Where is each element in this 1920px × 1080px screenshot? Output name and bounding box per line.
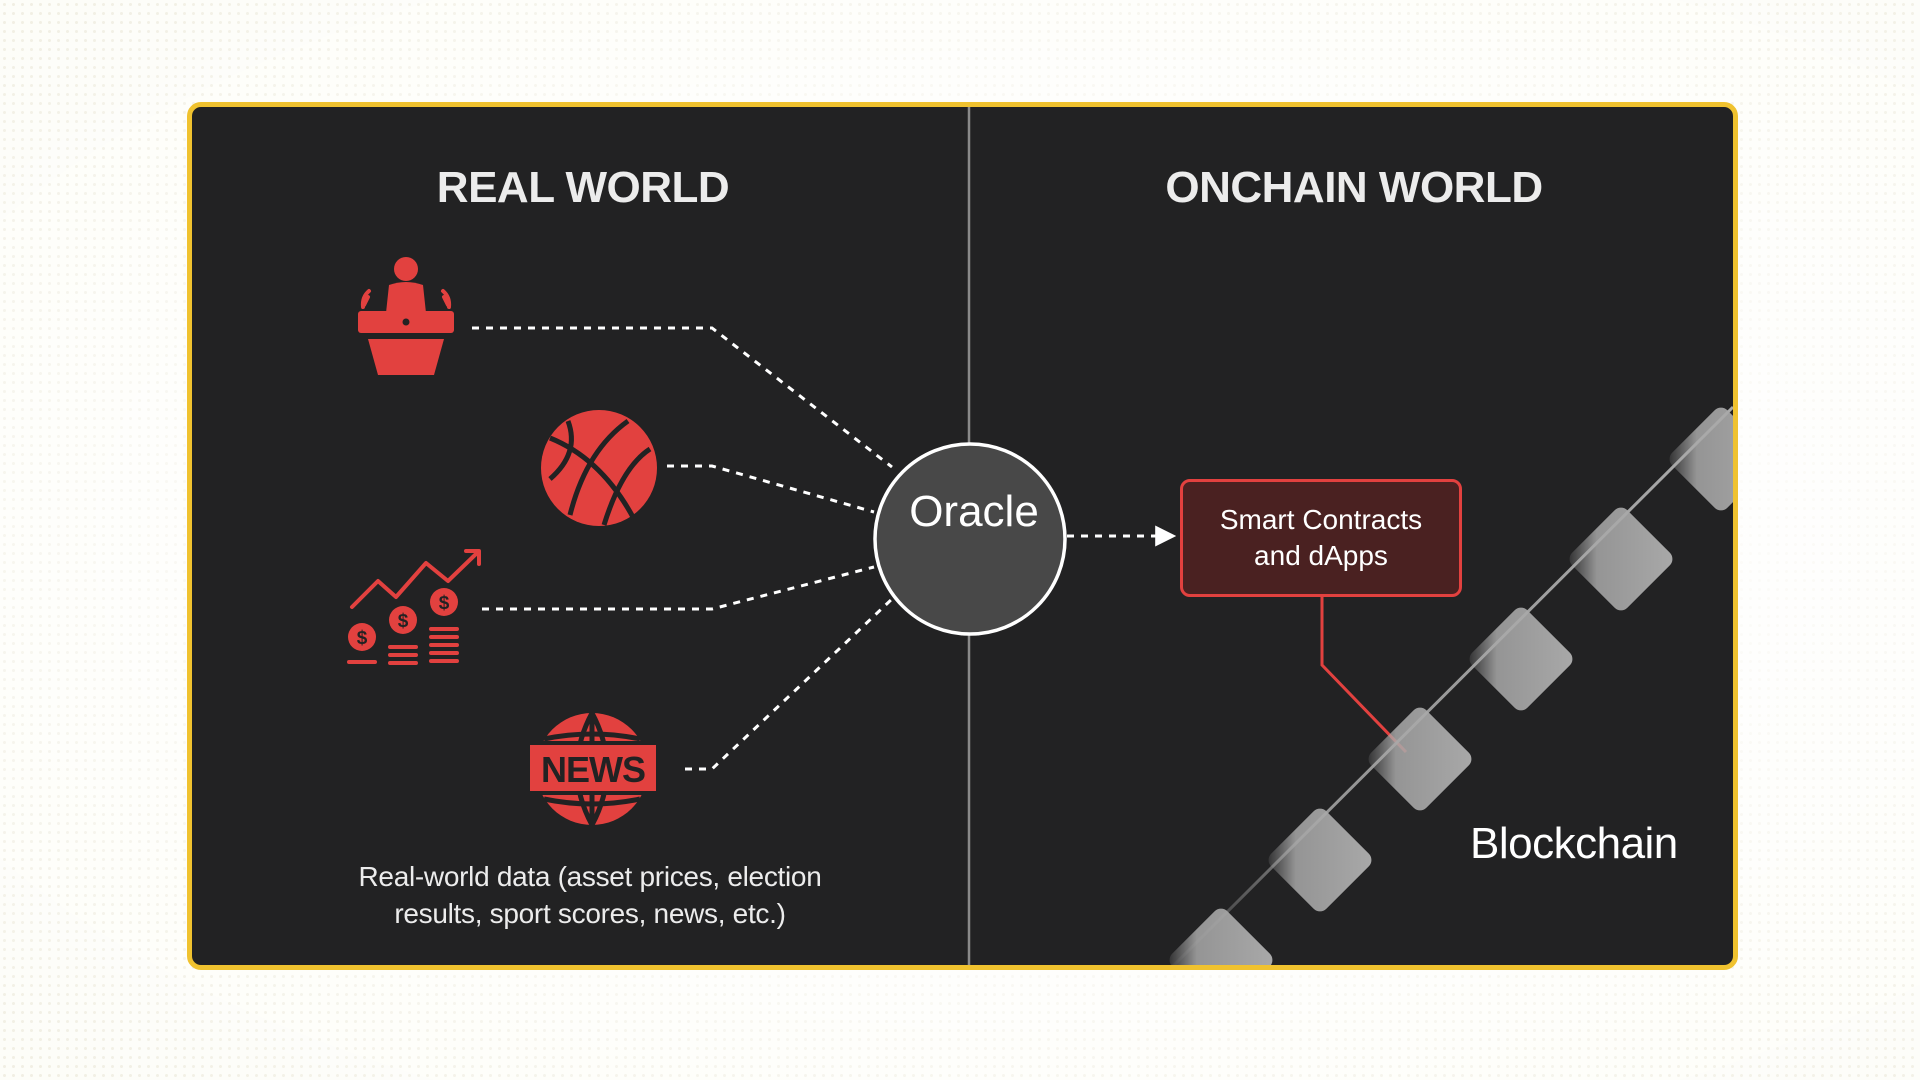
- diagram-canvas: $ $ $ NEWS: [347, 107, 1733, 965]
- smart-contracts-box: Smart Contracts and dApps: [1180, 479, 1462, 597]
- svg-text:$: $: [398, 611, 409, 632]
- news-icon-text: NEWS: [541, 749, 645, 790]
- chain-block: [1368, 707, 1472, 811]
- coins-growth-chart-icon: $ $ $: [347, 549, 481, 665]
- news-globe-icon: NEWS: [526, 711, 660, 827]
- chain-block: [1268, 808, 1372, 912]
- connector-sports: [667, 464, 875, 514]
- basketball-icon: [541, 410, 657, 526]
- svg-text:$: $: [439, 593, 450, 614]
- svg-text:$: $: [357, 628, 368, 649]
- chain-block: [1569, 507, 1673, 611]
- connector-prices: [482, 565, 875, 611]
- real-world-caption: Real-world data (asset prices, election …: [280, 858, 900, 932]
- smart-contracts-line-1: Smart Contracts: [1219, 504, 1423, 535]
- connector-election: [472, 326, 893, 469]
- blockchain-chain: [1169, 405, 1733, 965]
- podium-speaker-icon: [358, 257, 454, 375]
- connector-news: [685, 597, 894, 771]
- oracle-label: Oracle: [909, 487, 1039, 536]
- blockchain-label: Blockchain: [1470, 819, 1678, 868]
- chain-block: [1169, 908, 1273, 965]
- onchain-world-title: ONCHAIN WORLD: [1165, 163, 1543, 212]
- chain-block: [1469, 607, 1573, 711]
- diagram-panel: $ $ $ NEWS REAL WORLD ONCHAIN WORLD Orac…: [187, 102, 1738, 970]
- caption-line-2: results, sport scores, news, etc.): [394, 898, 786, 929]
- real-world-title: REAL WORLD: [436, 163, 730, 212]
- smart-contracts-line-2: and dApps: [1254, 540, 1388, 571]
- contracts-to-block-link: [1320, 597, 1408, 754]
- oracle-node: [873, 442, 1067, 636]
- chain-block: [1669, 407, 1733, 511]
- caption-line-1: Real-world data (asset prices, election: [358, 861, 822, 892]
